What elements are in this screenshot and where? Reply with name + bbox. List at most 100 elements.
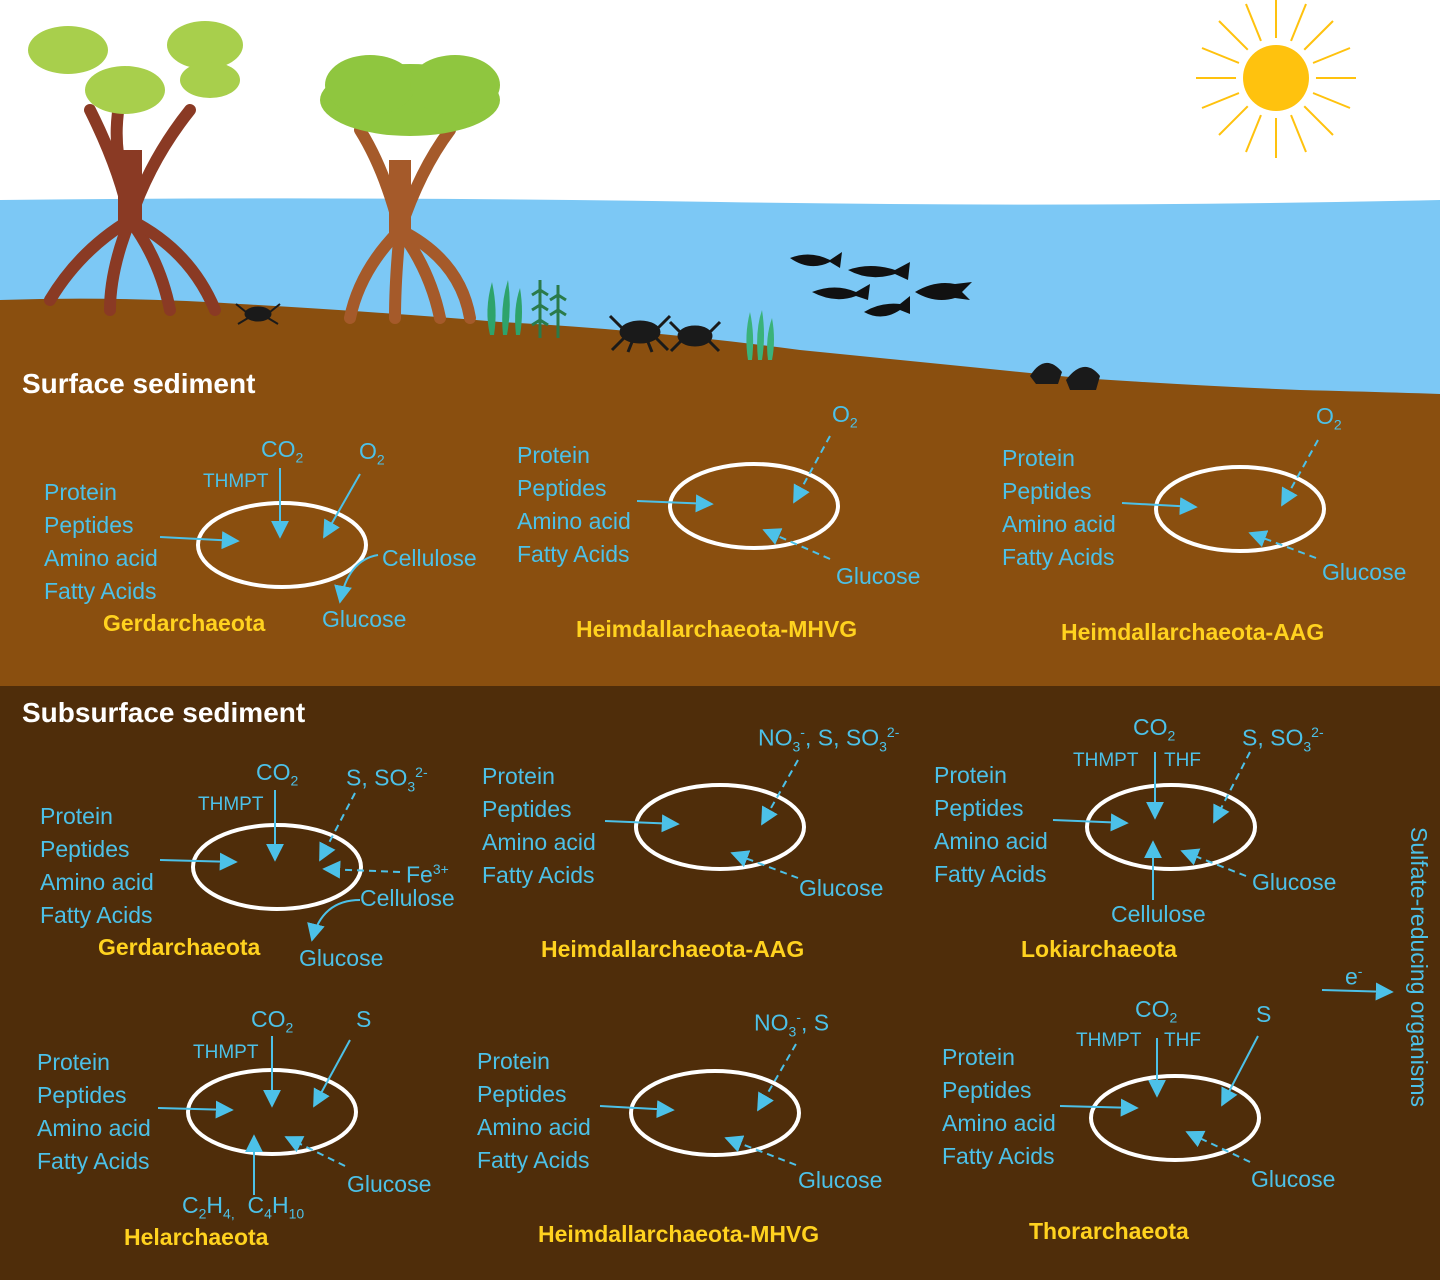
input-item: Amino acid [40, 869, 154, 895]
input-item: Fatty Acids [517, 541, 630, 567]
input-item: Protein [40, 803, 113, 829]
input-item: Protein [942, 1044, 1015, 1070]
glucose-label: Glucose [347, 1171, 432, 1197]
crab-icon [235, 303, 281, 325]
glucose-label: Glucose [1251, 1166, 1336, 1192]
organism-label: Heimdallarchaeota-AAG [541, 936, 805, 962]
cellulose-label: Cellulose [1111, 901, 1206, 927]
input-item: Fatty Acids [1002, 544, 1115, 570]
organism-label: Gerdarchaeota [98, 934, 261, 960]
nitrate-sulfur-label: NO3-, S, SO32- [758, 724, 900, 755]
crab-icon [608, 314, 672, 353]
sulfur-sulfite-label: S, SO32- [346, 764, 428, 795]
input-item: Peptides [40, 836, 130, 862]
input-item: Protein [44, 479, 117, 505]
glucose-label: Glucose [836, 563, 921, 589]
thmpt-label: THMPT [1076, 1030, 1142, 1051]
thmpt-label: THMPT [198, 794, 264, 815]
surface-sediment-title: Surface sediment [22, 368, 256, 399]
seagrass-icon [487, 280, 522, 335]
input-item: Amino acid [934, 828, 1048, 854]
input-list: Protein Peptides Amino acid Fatty Acids [44, 476, 158, 608]
organism-label: Thorarchaeota [1029, 1218, 1189, 1244]
electron-label: e- [1345, 963, 1363, 990]
crab-icon [668, 320, 722, 353]
input-list: Protein Peptides Amino acid Fatty Acids [482, 760, 596, 892]
glucose-label: Glucose [322, 606, 407, 632]
fish-icon [790, 252, 972, 317]
input-item: Fatty Acids [40, 902, 153, 928]
input-item: Protein [517, 442, 590, 468]
o2-label: O2 [359, 438, 385, 468]
glucose-label: Glucose [1322, 559, 1407, 585]
input-item: Amino acid [37, 1115, 151, 1141]
input-item: Fatty Acids [934, 861, 1047, 887]
input-item: Amino acid [482, 829, 596, 855]
cellulose-label: Cellulose [360, 885, 455, 911]
cell-surface-heimdallarchaeota-aag [1121, 439, 1326, 559]
cell-subsurface-lokiarchaeota [1052, 751, 1257, 900]
input-item: Peptides [934, 795, 1024, 821]
input-item: Amino acid [44, 545, 158, 571]
organism-label: Lokiarchaeota [1021, 936, 1177, 962]
input-list: Protein Peptides Amino acid Fatty Acids [37, 1046, 151, 1178]
cell-surface-gerdarchaeota [159, 468, 379, 604]
input-item: Protein [934, 762, 1007, 788]
seagrass-icon [531, 280, 567, 338]
o2-label: O2 [1316, 403, 1342, 433]
input-item: Fatty Acids [942, 1143, 1055, 1169]
input-item: Peptides [44, 512, 134, 538]
sun-icon [1196, 0, 1356, 158]
input-list: Protein Peptides Amino acid Fatty Acids [1002, 442, 1116, 574]
cell-subsurface-helarchaeota [157, 1036, 358, 1195]
iron-label: Fe3+ [406, 861, 449, 888]
sulfur-sulfite-label: S, SO32- [1242, 724, 1324, 755]
mangrove-tree-icon [320, 55, 500, 324]
input-list: Protein Peptides Amino acid Fatty Acids [517, 439, 631, 571]
nitrate-sulfur-label: NO3-, S [754, 1009, 830, 1040]
input-item: Peptides [482, 796, 572, 822]
sky [0, 0, 1440, 205]
organism-label: Heimdallarchaeota-MHVG [538, 1221, 820, 1247]
input-item: Amino acid [517, 508, 631, 534]
organism-label: Heimdallarchaeota-AAG [1061, 619, 1325, 645]
input-item: Protein [477, 1048, 550, 1074]
input-item: Protein [37, 1049, 110, 1075]
thmpt-label: THMPT [193, 1042, 259, 1063]
mangrove-tree-icon [28, 21, 243, 316]
input-list: Protein Peptides Amino acid Fatty Acids [40, 800, 154, 932]
input-item: Fatty Acids [482, 862, 595, 888]
thf-label: THF [1164, 750, 1201, 771]
cell-subsurface-heimdallarchaeota-aag [604, 759, 806, 879]
input-item: Fatty Acids [37, 1148, 150, 1174]
cellulose-label: Cellulose [382, 545, 477, 571]
co2-label: CO2 [256, 759, 299, 789]
input-list: Protein Peptides Amino acid Fatty Acids [477, 1045, 591, 1177]
thmpt-label: THMPT [1073, 750, 1139, 771]
alkane-label: C2H4, C4H10 [182, 1192, 305, 1222]
input-item: Peptides [517, 475, 607, 501]
organism-label: Helarchaeota [124, 1224, 269, 1250]
input-item: Peptides [942, 1077, 1032, 1103]
subsurface-sediment-title: Subsurface sediment [22, 697, 306, 728]
co2-label: CO2 [1135, 996, 1178, 1026]
input-list: Protein Peptides Amino acid Fatty Acids [942, 1041, 1056, 1173]
sulfur-label: S [356, 1006, 372, 1032]
co2-label: CO2 [261, 436, 304, 466]
sulfate-reducing-organisms-label: Sulfate-reducing organisms [1406, 827, 1432, 1107]
input-item: Amino acid [1002, 511, 1116, 537]
surface-sediment [0, 298, 1440, 686]
thmpt-label: THMPT [203, 471, 269, 492]
shell-icon [1030, 362, 1100, 390]
input-list: Protein Peptides Amino acid Fatty Acids [934, 759, 1048, 891]
input-item: Amino acid [477, 1114, 591, 1140]
co2-label: CO2 [251, 1006, 294, 1036]
input-item: Peptides [1002, 478, 1092, 504]
input-item: Protein [1002, 445, 1075, 471]
o2-label: O2 [832, 401, 858, 431]
cell-subsurface-thorarchaeota [1059, 1035, 1261, 1163]
glucose-label: Glucose [799, 875, 884, 901]
co2-label: CO2 [1133, 714, 1176, 744]
glucose-label: Glucose [299, 945, 384, 971]
